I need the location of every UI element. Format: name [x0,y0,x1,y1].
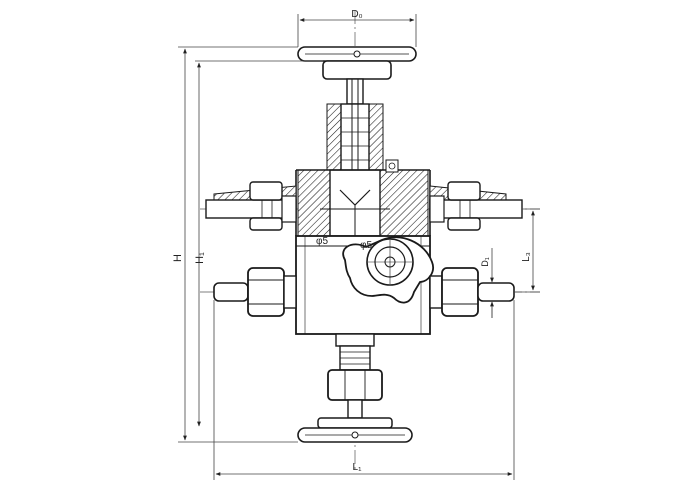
balance-valve-lever [342,236,434,304]
left-upper-fitting [205,181,297,231]
bore-label-left: φ5 [316,236,328,247]
bottom-handwheel [297,417,413,443]
top-handwheel [297,46,417,80]
dimension-label-l1: L₁ [353,462,363,473]
dimension-label-l3: L₃ [521,252,532,262]
dimension-h1 [195,60,323,427]
dimension-l1 [213,300,515,480]
right-lower-fitting [429,267,515,317]
dimension-d0 [297,14,417,47]
bottom-stem [327,333,383,419]
right-upper-fitting [429,181,523,231]
dimension-h [178,46,298,443]
dimension-l3 [514,208,540,293]
dimension-label-h1: H₁ [194,252,206,264]
dimension-label-h: H [172,254,184,262]
top-bonnet [326,103,384,175]
dimension-label-d0: D₀ [351,9,362,20]
bore-label-right: φ5 [360,240,372,251]
dimension-label-d1: D₁ [480,257,490,267]
left-lower-fitting [213,267,297,317]
